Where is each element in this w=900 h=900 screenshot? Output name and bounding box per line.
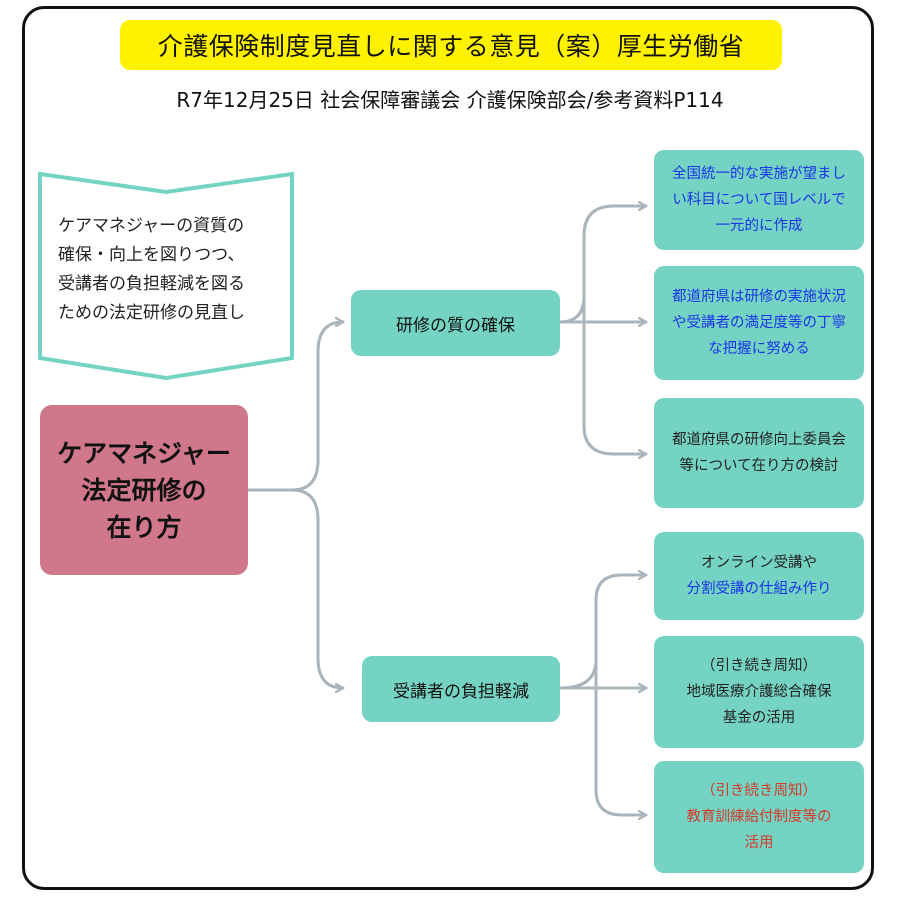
- banner-shape: [38, 171, 294, 381]
- leaf-national-curriculum: 全国統一的な実施が望まし い科目について国レベルで 一元的に作成: [654, 150, 864, 250]
- leaf-line: （引き続き周知）: [701, 658, 817, 674]
- leaf-line: 一元的に作成: [715, 218, 803, 234]
- connector-main-to-burden: [290, 488, 345, 688]
- main-topic-line: ケアマネジャー: [57, 438, 231, 468]
- leaf-line: 等について在り方の検討: [679, 458, 839, 474]
- leaf-line: 分割受講の仕組み作り: [686, 581, 832, 597]
- leaf-education-benefit: （引き続き周知） 教育訓練給付制度等の 活用: [654, 761, 864, 873]
- connector-quality-to-leaf3: [582, 294, 648, 454]
- leaf-line: 都道府県の研修向上委員会: [672, 432, 846, 448]
- leaf-line: 都道府県は研修の実施状況: [672, 289, 846, 305]
- outer-frame: [22, 6, 874, 890]
- connector-quality-to-leaf1: [558, 206, 648, 324]
- banner-line: 受講者の負担軽減を図る: [58, 274, 245, 294]
- leaf-regional-fund: （引き続き周知） 地域医療介護総合確保 基金の活用: [654, 636, 864, 748]
- leaf-line: や受講者の満足度等の丁寧: [672, 315, 846, 331]
- leaf-prefecture-monitoring: 都道府県は研修の実施状況 や受講者の満足度等の丁寧 な把握に努める: [654, 266, 864, 380]
- page-title: 介護保険制度見直しに関する意見（案）厚生労働省: [120, 20, 782, 70]
- main-topic-line: 法定研修の: [81, 475, 207, 505]
- branch-quality-node: 研修の質の確保: [351, 290, 560, 356]
- banner-line: 確保・向上を図りつつ、: [58, 245, 245, 265]
- leaf-line: （引き続き周知）: [701, 783, 817, 799]
- connector-burden-to-leaf3: [594, 658, 648, 815]
- leaf-line: 全国統一的な実施が望まし: [672, 166, 846, 182]
- leaf-line: 基金の活用: [722, 710, 796, 726]
- banner-line: ケアマネジャーの資質の: [58, 216, 245, 236]
- leaf-line: オンライン受講や: [701, 555, 817, 571]
- banner-line: ための法定研修の見直し: [58, 303, 245, 323]
- page-subtitle: R7年12月25日 社会保障審議会 介護保険部会/参考資料P114: [176, 88, 724, 112]
- leaf-line: 教育訓練給付制度等の: [686, 809, 832, 825]
- main-topic-box: ケアマネジャー 法定研修の 在り方: [40, 405, 248, 575]
- leaf-line: 活用: [744, 835, 774, 851]
- main-topic-line: 在り方: [106, 512, 182, 542]
- leaf-committee-review: 都道府県の研修向上委員会 等について在り方の検討: [654, 398, 864, 508]
- leaf-online-course: オンライン受講や 分割受講の仕組み作り: [654, 532, 864, 620]
- objective-banner: ケアマネジャーの資質の 確保・向上を図りつつ、 受講者の負担軽減を図る ための法…: [38, 170, 294, 382]
- leaf-line: 地域医療介護総合確保: [686, 684, 832, 700]
- branch-burden-node: 受講者の負担軽減: [362, 656, 560, 722]
- connector-burden-to-leaf1: [558, 575, 648, 690]
- leaf-line: い科目について国レベルで: [672, 192, 846, 208]
- leaf-line: な把握に努める: [708, 341, 810, 357]
- connector-main-to-quality: [246, 322, 345, 492]
